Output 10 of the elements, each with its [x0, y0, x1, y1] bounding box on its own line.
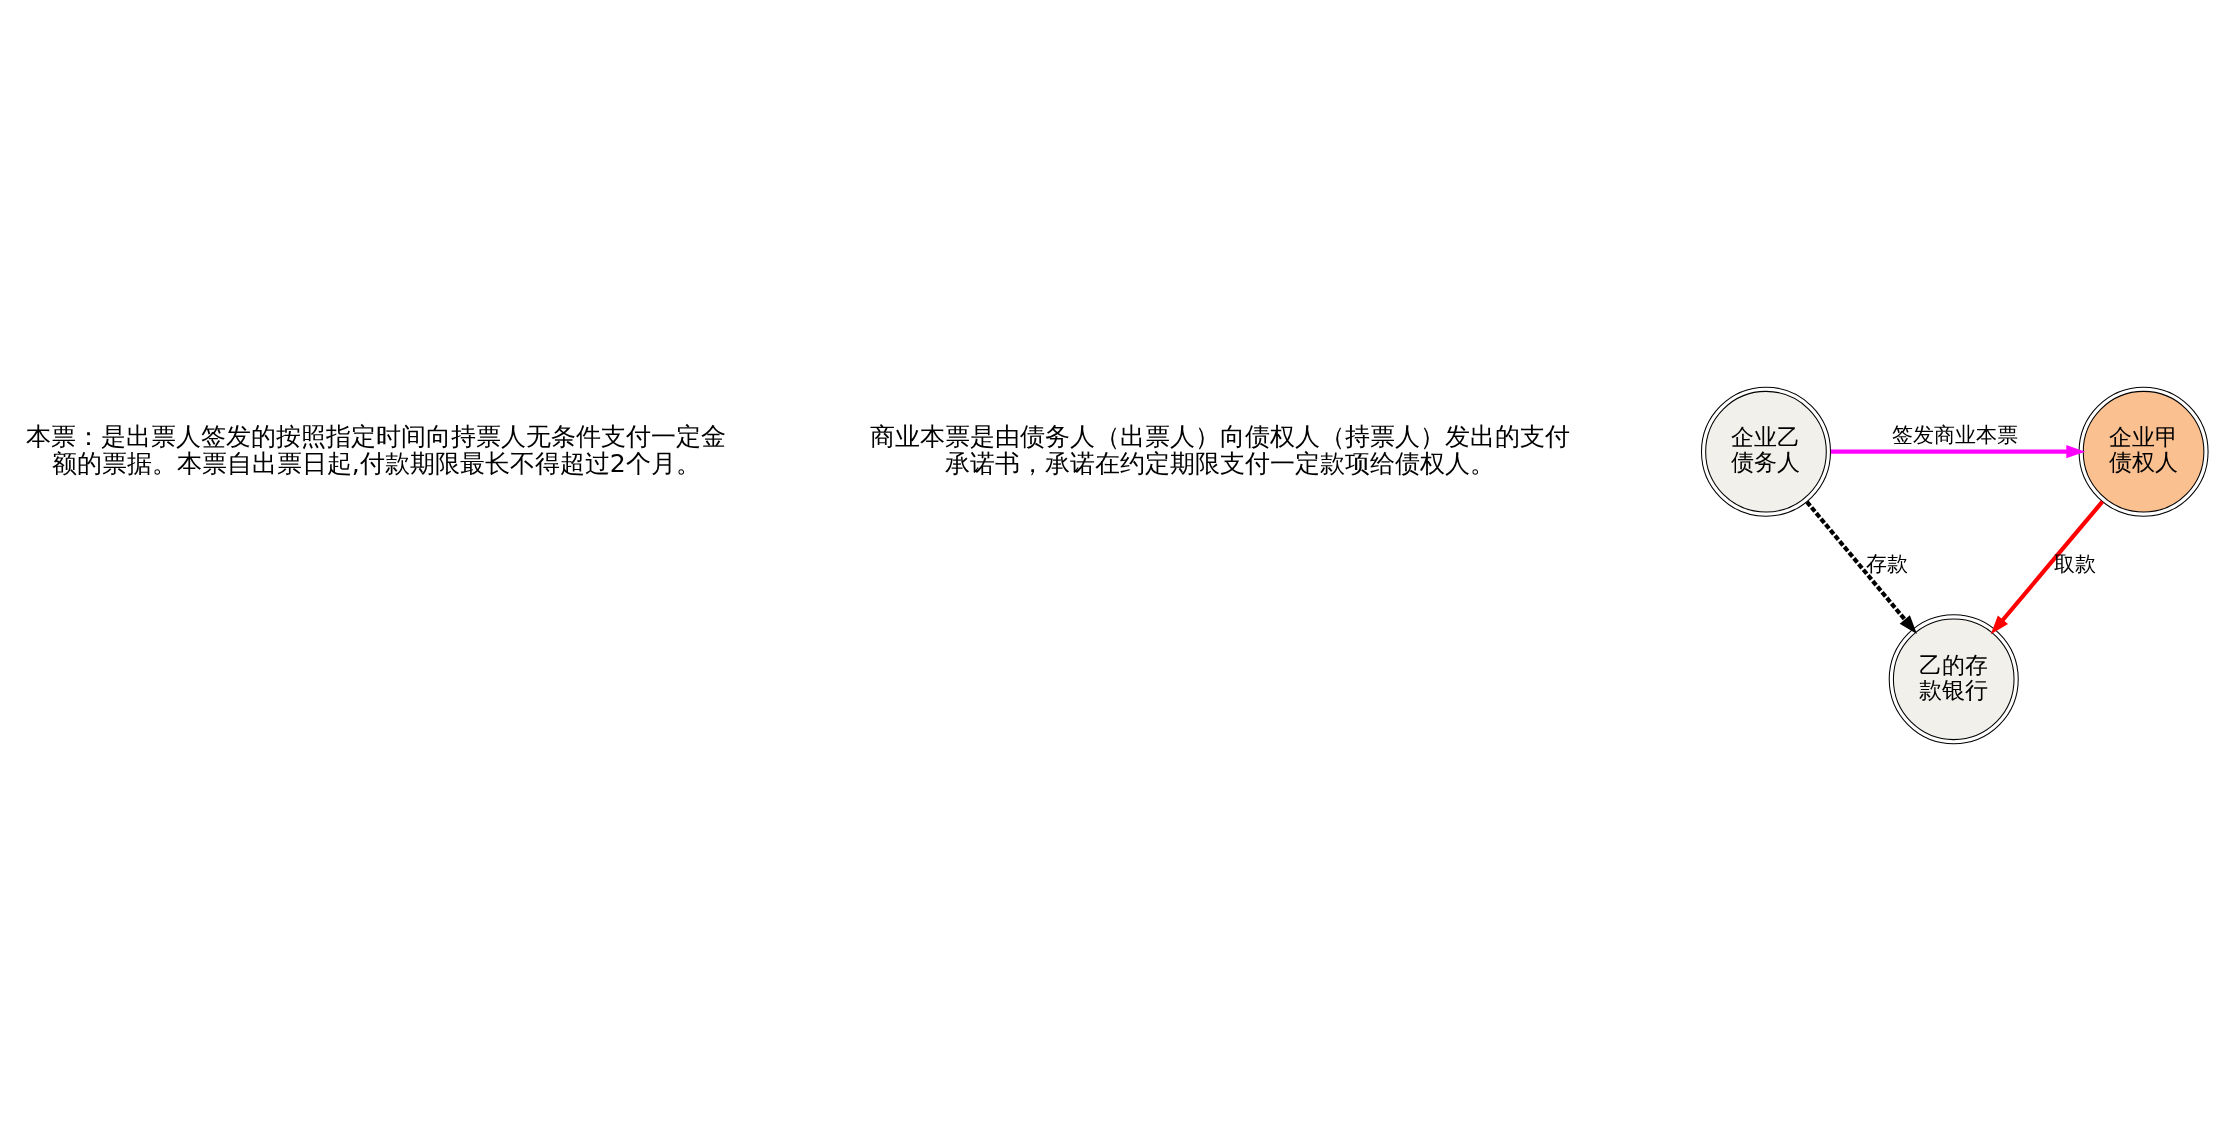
edge-label: 存款 [1866, 551, 1909, 576]
label: 本票：是出票人签发的按照指定时间向持票人无条件支付一定金额的票据。本票自出票日起,付款期限最长不得超过2个月。 [26, 421, 727, 478]
edge-label: 签发商业本票 [1891, 422, 2018, 447]
node-circle: 企业甲债权人 [2078, 386, 2209, 517]
edge-label: 取款 [2053, 551, 2096, 576]
arrow [1830, 444, 2086, 458]
node-circle: 企业乙债务人 [1700, 386, 1831, 517]
label: 商业本票是由债务人（出票人）向债权人（持票人）发出的支付承诺书，承诺在约定期限支付一定款项给债权人。 [869, 421, 1570, 478]
arrow [1805, 500, 1917, 634]
arrow [1990, 499, 2104, 634]
